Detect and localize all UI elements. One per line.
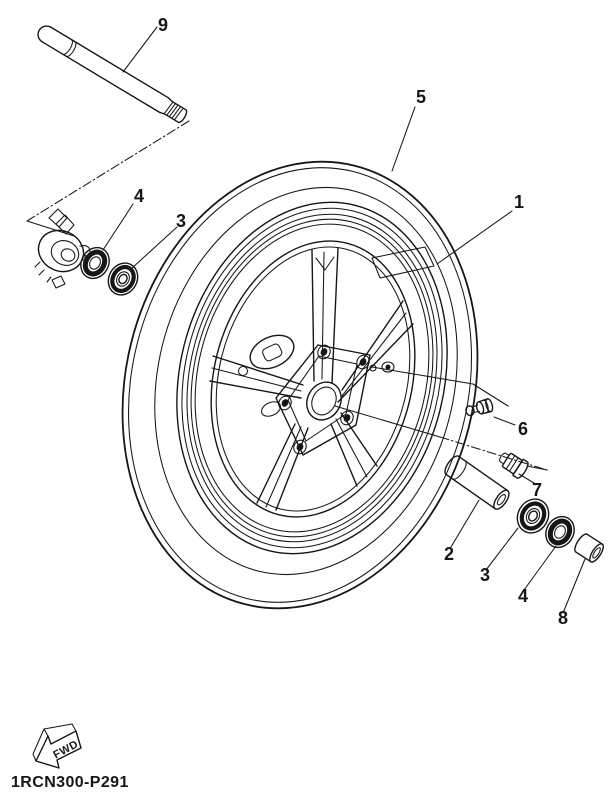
rim	[176, 201, 448, 555]
callout-4-left: 4	[133, 186, 145, 206]
oil-seal-bottom	[545, 515, 575, 549]
callout-2: 2	[443, 544, 455, 564]
speed-sensor-unit	[34, 208, 91, 289]
callout-7: 7	[531, 480, 543, 500]
valve-stem	[465, 398, 494, 417]
axle-nut	[499, 452, 529, 479]
callout-5: 5	[415, 87, 427, 107]
bearing-bottom	[516, 498, 550, 534]
assembly-axis-left	[26, 120, 190, 237]
fwd-indicator: FWD	[32, 723, 82, 769]
callout-1: 1	[513, 192, 525, 212]
collar	[574, 533, 604, 563]
leader-lines	[102, 26, 586, 614]
hub-bolt-holes	[278, 344, 370, 455]
axle-collar	[444, 455, 510, 510]
callout-9: 9	[157, 15, 169, 35]
callout-3-left: 3	[175, 211, 187, 231]
callout-4-bottom: 4	[517, 586, 529, 606]
callout-8: 8	[557, 608, 569, 628]
bearing-left	[107, 262, 139, 296]
hub	[275, 344, 371, 456]
tire	[121, 160, 479, 610]
callout-3-bottom: 3	[479, 565, 491, 585]
callout-6: 6	[517, 419, 529, 439]
spokes	[209, 246, 435, 511]
front-axle	[37, 25, 188, 124]
diagram-part-code: 1RCN300-P291	[11, 774, 129, 791]
